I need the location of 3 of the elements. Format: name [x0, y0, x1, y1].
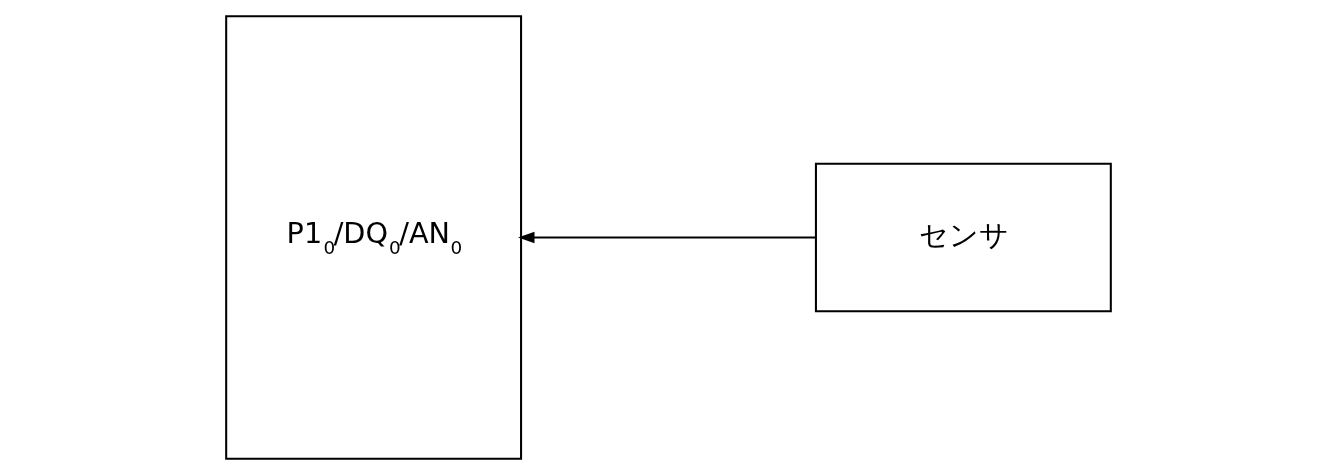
node-box: センサ — [814, 162, 1112, 313]
arrow — [518, 231, 816, 244]
node-box: P1$_{0}$/DQ$_{0}$/AN$_{0}$ — [225, 15, 523, 460]
